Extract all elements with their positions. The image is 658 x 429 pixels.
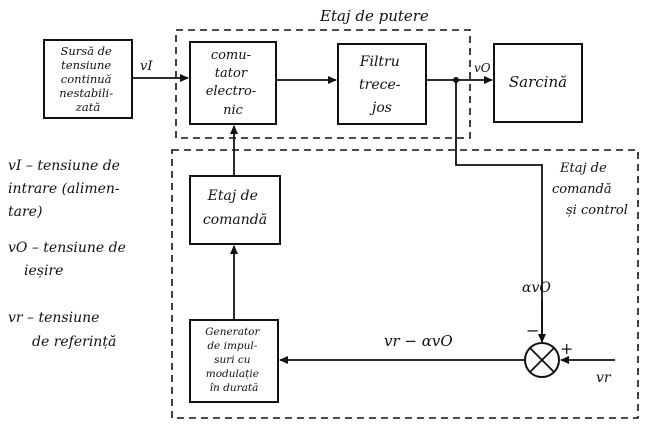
plus-sign: + <box>560 339 573 358</box>
control-stage-title: Etaj de comandă și control <box>552 161 628 218</box>
output-voltage-label: vO <box>474 61 491 75</box>
source-block: Sursă de tensiune continuă nestabili- za… <box>43 39 133 119</box>
svg-text:Etaj de comandă: Etaj de comandă <box>203 188 267 228</box>
wire-output-feedback <box>455 80 543 340</box>
feedback-signal-label: αvO <box>522 280 551 296</box>
legend-input-voltage: vI – tensiune de intrare (alimen- tare) <box>8 158 124 220</box>
legend-reference-voltage: vr – tensiune de referință <box>8 310 116 350</box>
legend: vI – tensiune de intrare (alimen- tare) … <box>8 158 130 350</box>
summing-junction <box>524 342 560 378</box>
power-stage-outline <box>175 29 471 139</box>
svg-text:Generator de impul-: Generator de impul- suri cu modulație în… <box>205 326 263 394</box>
minus-sign: − <box>526 321 539 340</box>
legend-output-voltage: vO – tensiune de ieșire <box>8 240 130 279</box>
pwm-generator-block: Generator de impul- suri cu modulație în… <box>189 319 279 403</box>
svg-text:Sursă de tensiune: Sursă de tensiune continuă nestabili- za… <box>59 44 117 114</box>
low-pass-filter-block: Filtru trece- jos <box>337 43 427 125</box>
electronic-switch-block: comu- tator electro- nic <box>189 41 277 125</box>
svg-text:Filtru trece- jos: Filtru trece- jos <box>359 54 405 116</box>
load-block: Sarcină <box>493 43 583 123</box>
command-stage-block: Etaj de comandă <box>189 175 281 245</box>
error-signal-label: vr − αvO <box>384 332 453 350</box>
control-stage-outline <box>171 149 639 419</box>
input-voltage-label: vI <box>140 59 153 74</box>
reference-voltage-label: vr <box>596 370 612 386</box>
svg-text:Sarcină: Sarcină <box>509 73 567 91</box>
power-stage-title: Etaj de putere <box>319 7 429 25</box>
svg-text:comu- tator electr: comu- tator electro- nic <box>206 48 261 118</box>
